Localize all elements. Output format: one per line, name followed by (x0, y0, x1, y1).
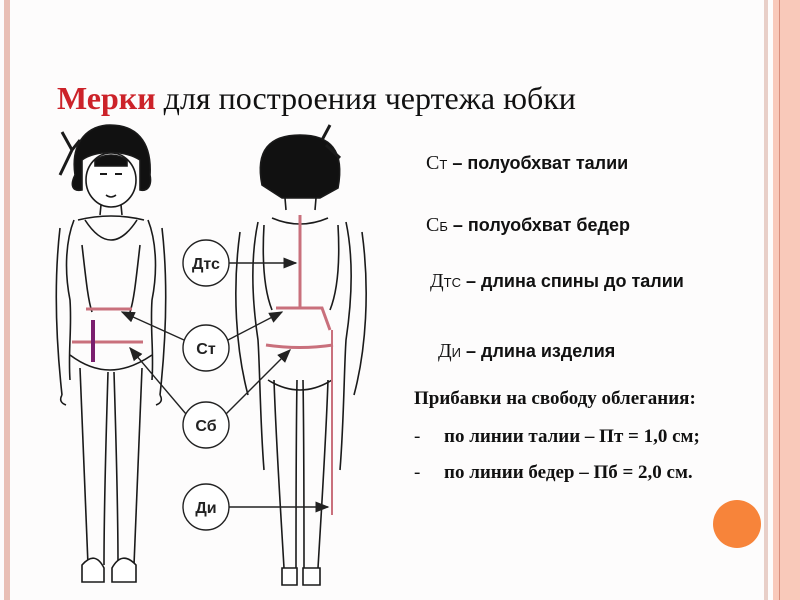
slide-title: Мерки для построения чертежа юбки (57, 80, 576, 117)
allowance-item-hip: -по линии бедер – Пб = 2,0 см. (414, 462, 693, 483)
legend-item-product-length: Ди – длина изделия (438, 340, 616, 362)
label-circle-st (182, 324, 230, 372)
label-circle-sb (182, 401, 230, 449)
title-rest: для построения чертежа юбки (155, 80, 576, 116)
back-waist-line (276, 306, 332, 331)
slide-border-right-thin (764, 0, 768, 600)
slide-border-right-band (773, 0, 800, 600)
title-accent: Мерки (57, 80, 156, 116)
label-di: Ди (195, 500, 216, 517)
back-figure (235, 124, 367, 586)
label-st: Ст (196, 341, 216, 358)
legend-item-waist: Ст – полуобхват талии (426, 152, 629, 174)
label-dts: Дтс (192, 256, 220, 273)
label-circles (182, 239, 230, 531)
slide-border-left (4, 0, 10, 600)
front-figure (55, 124, 167, 583)
label-sb: Сб (195, 418, 216, 435)
allowance-item-waist: -по линии талии – Пт = 1,0 см; (414, 426, 700, 447)
back-hip-line (265, 343, 334, 349)
slide-border-right-line (779, 0, 780, 600)
decorative-orange-circle (713, 500, 761, 548)
legend-item-back-length: Дтс – длина спины до талии (430, 270, 684, 292)
allowances-title: Прибавки на свободу облегания: (414, 388, 696, 409)
legend-item-hip: Сб – полуобхват бедер (426, 214, 630, 236)
